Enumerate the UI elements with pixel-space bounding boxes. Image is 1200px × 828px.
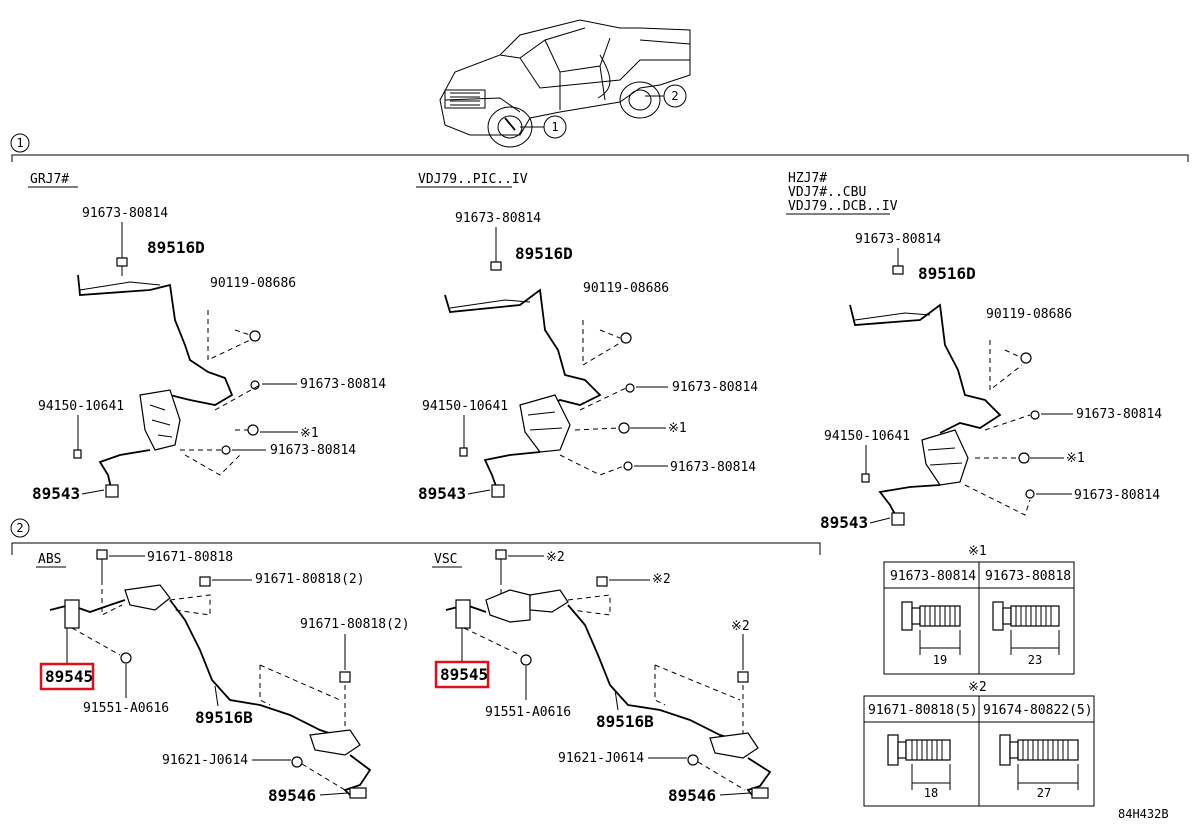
bolt-icon: 18 (887, 734, 951, 800)
part-91673-80814-top: 91673-80814 (82, 206, 168, 221)
truck-callout-1: 1 (551, 120, 558, 134)
part-89543: 89543 (418, 484, 466, 503)
truck-callout-2: 2 (671, 89, 678, 103)
section-2: 2 ABS 91671-80818 91671-80818(2) 89545 9… (10, 518, 821, 805)
part-91673-80814-b: 91673-80814 (672, 380, 758, 395)
part-91671-80818: 91671-80818 (147, 550, 233, 565)
part-91551-A0616: 91551-A0616 (485, 705, 571, 720)
note-ref-2b: ※2 (652, 572, 671, 587)
table-1-dim-2: 23 (1028, 653, 1042, 667)
table-2-header-2: 91674-80822(5) (983, 703, 1093, 718)
part-94150-10641: 94150-10641 (38, 399, 124, 414)
table-2-dim-1: 18 (924, 786, 938, 800)
part-91621-J0614: 91621-J0614 (162, 753, 248, 768)
part-91673-80814-c: 91673-80814 (670, 460, 756, 475)
variant-title: ABS (38, 552, 61, 567)
bolt-table-2: ※2 91671-80818(5) 91674-80822(5) 18 27 (863, 680, 1095, 807)
part-91673-80814-c: 91673-80814 (1074, 488, 1160, 503)
table-2-title: ※2 (968, 680, 987, 695)
part-89545: 89545 (440, 665, 488, 684)
part-91673-80814-c: 91673-80814 (270, 443, 356, 458)
bolt-icon: 23 (992, 601, 1060, 667)
group-hzj7: HZJ7# VDJ7#..CBU VDJ79..DCB..IV 91673-80… (786, 171, 1162, 532)
variant-title: GRJ7# (30, 172, 69, 187)
part-89545: 89545 (45, 667, 93, 686)
part-89543: 89543 (32, 484, 80, 503)
part-89546: 89546 (268, 786, 316, 805)
table-1-header-2: 91673-80818 (985, 569, 1071, 584)
highlight-89545 (434, 660, 490, 689)
part-89516D: 89516D (147, 238, 205, 257)
note-ref-1: ※1 (300, 426, 319, 441)
section-2-number: 2 (16, 521, 23, 535)
variant-title-1: HZJ7# (788, 171, 827, 186)
table-1-title: ※1 (968, 544, 987, 559)
part-89543: 89543 (820, 513, 868, 532)
variant-title-2: VDJ7#..CBU (788, 185, 866, 200)
table-2-dim-2: 27 (1037, 786, 1051, 800)
note-ref-1: ※1 (668, 421, 687, 436)
part-91621-J0614: 91621-J0614 (558, 751, 644, 766)
illustration-code: 84H432B (1118, 807, 1169, 821)
variant-title: VDJ79..PIC..IV (418, 172, 528, 187)
variant-title-3: VDJ79..DCB..IV (788, 199, 898, 214)
part-89546: 89546 (668, 786, 716, 805)
part-94150-10641: 94150-10641 (824, 429, 910, 444)
part-91673-80814-b: 91673-80814 (1076, 407, 1162, 422)
part-89516D: 89516D (515, 244, 573, 263)
part-94150-10641: 94150-10641 (422, 399, 508, 414)
part-91673-80814-top: 91673-80814 (855, 232, 941, 247)
part-91671-80818-2a: 91671-80818(2) (255, 572, 365, 587)
part-89516B: 89516B (596, 712, 654, 731)
bolt-icon: 19 (901, 601, 961, 667)
group-abs: ABS 91671-80818 91671-80818(2) 89545 915… (36, 549, 410, 805)
group-grj7: GRJ7# 91673-80814 89516D 90119-08686 916… (28, 172, 386, 503)
part-91673-80814-b: 91673-80814 (300, 377, 386, 392)
group-vdj79-pic: VDJ79..PIC..IV 91673-80814 89516D 90119-… (416, 172, 758, 503)
table-1-dim-1: 19 (933, 653, 947, 667)
bolt-icon: 27 (999, 734, 1079, 800)
part-90119-08686: 90119-08686 (210, 276, 296, 291)
note-ref-2c: ※2 (731, 619, 750, 634)
note-ref-1: ※1 (1066, 451, 1085, 466)
section-1-number: 1 (16, 136, 23, 150)
table-1-header-1: 91673-80814 (890, 569, 976, 584)
part-91673-80814-top: 91673-80814 (455, 211, 541, 226)
truck-illustration: 1 2 (439, 19, 691, 148)
group-vsc: VSC ※2 ※2 89545 91551-A0616 (432, 549, 772, 805)
part-90119-08686: 90119-08686 (583, 281, 669, 296)
part-91671-80818-2b: 91671-80818(2) (300, 617, 410, 632)
part-89516B: 89516B (195, 708, 253, 727)
note-ref-2a: ※2 (546, 550, 565, 565)
variant-title: VSC (434, 552, 457, 567)
part-90119-08686: 90119-08686 (986, 307, 1072, 322)
section-1: 1 GRJ7# 91673-80814 89516D 90119-08686 9… (10, 133, 1189, 532)
bolt-table-1: ※1 91673-80814 91673-80818 19 23 (883, 544, 1075, 675)
part-91551-A0616: 91551-A0616 (83, 701, 169, 716)
table-2-header-1: 91671-80818(5) (868, 703, 978, 718)
part-89516D: 89516D (918, 264, 976, 283)
highlight-89545 (39, 662, 95, 691)
